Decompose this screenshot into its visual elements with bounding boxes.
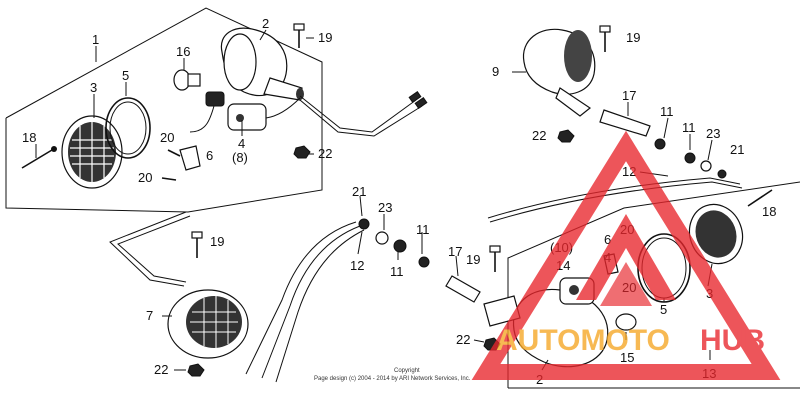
callout-21-mid: 21 [352, 184, 366, 199]
callout-7: 7 [146, 308, 153, 323]
group-frame-top-left [5, 7, 323, 213]
lens-front-left [61, 115, 123, 189]
wires-top-left [299, 90, 428, 137]
callout-23-mid: 23 [378, 200, 392, 215]
bolt-19-top [293, 23, 305, 48]
copyright-line-2: Page design (c) 2004 - 2014 by ARI Netwo… [314, 376, 471, 382]
callout-21-right: 21 [730, 142, 744, 157]
callout-8: (8) [232, 150, 248, 165]
bolts-20-left [161, 149, 181, 181]
lens-right [688, 203, 744, 265]
watermark-triangle-outer [471, 130, 781, 380]
gasket-left [105, 97, 151, 159]
callout-22-right: 22 [532, 128, 546, 143]
callout-15: 15 [620, 350, 634, 365]
callout-20-a: 20 [160, 130, 174, 145]
callout-11-mid: 11 [416, 222, 430, 237]
wires-middle [109, 211, 365, 383]
watermark-brand-left: AUTOMOTO [496, 324, 670, 357]
screw-18-right [747, 189, 773, 207]
callout-6-left: 6 [206, 148, 213, 163]
callout-18-left: 18 [22, 130, 36, 145]
callout-1: 1 [92, 32, 99, 47]
callout-9: 9 [492, 64, 499, 79]
copyright-line-1: Copyright [394, 368, 420, 374]
nut-22-right [557, 129, 575, 143]
callout-12-mid: 12 [350, 258, 364, 273]
housing-9-top-right [522, 28, 596, 117]
copyright-notice: Copyright Page design (c) 2004 - 2014 by… [314, 368, 471, 382]
callout-18-right: 18 [762, 204, 776, 219]
housing-7-lower-left [167, 289, 249, 359]
callout-17-top: 17 [622, 88, 636, 103]
callout-22-bottom: 22 [154, 362, 168, 377]
stay-17-top [599, 109, 651, 137]
bulb-16 [173, 69, 201, 91]
clamp-6-left [179, 145, 201, 171]
callout-5-right: 5 [660, 302, 667, 317]
callout-20-b: 20 [138, 170, 152, 185]
screw-18-left [21, 146, 57, 169]
bolt-19-right [599, 25, 611, 52]
bulb-15 [615, 313, 637, 331]
bolt-19-mid [489, 245, 501, 272]
leader-lines [35, 29, 713, 371]
callout-3-left: 3 [90, 80, 97, 95]
callout-19-top: 19 [318, 30, 332, 45]
callout-22-lower: 22 [456, 332, 470, 347]
callout-4: 4 [238, 136, 245, 151]
callout-22-top: 22 [318, 146, 332, 161]
callout-5-left: 5 [122, 68, 129, 83]
collars-middle [358, 218, 430, 268]
callout-17-mid: 17 [448, 244, 462, 259]
watermark-mountain-inner [600, 262, 652, 306]
stay-17-mid [445, 275, 481, 303]
callout-19-right: 19 [626, 30, 640, 45]
bolt-19-left [191, 231, 203, 258]
automotohub-watermark: AUTOMOTO HUB [471, 130, 781, 380]
callout-11-a: 11 [660, 104, 674, 119]
nut-22-top [293, 145, 311, 159]
collar-spacers-right [654, 138, 727, 179]
callout-19-mid: 19 [466, 252, 480, 267]
callout-11-b: 11 [682, 120, 696, 135]
callout-2-top: 2 [262, 16, 269, 31]
callout-16: 16 [176, 44, 190, 59]
housing-top-left [220, 27, 304, 101]
socket-4-left [189, 91, 301, 133]
callout-6-right: 6 [604, 232, 611, 247]
callout-23-top: 23 [706, 126, 720, 141]
callout-19-left: 19 [210, 234, 224, 249]
callout-11-mid2: 11 [390, 264, 404, 279]
watermark-mountain-peak [576, 214, 676, 300]
nut-22-bottom [187, 363, 205, 377]
watermark-brand-right: HUB [700, 324, 765, 357]
